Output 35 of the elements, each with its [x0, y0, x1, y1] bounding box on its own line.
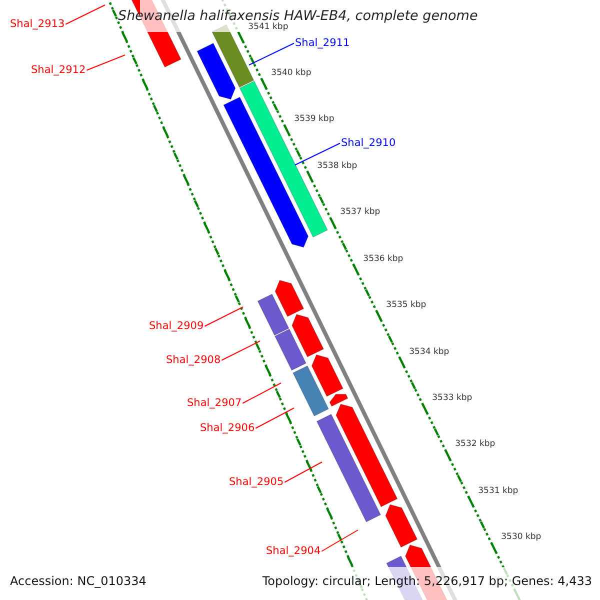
gene-label: Shal_2904	[266, 546, 321, 556]
leader-line	[242, 382, 282, 404]
genome-summary: Topology: circular; Length: 5,226,917 bp; Genes: 4,433	[262, 575, 592, 587]
leader-line	[248, 42, 294, 66]
leader-line	[294, 142, 340, 166]
gene-label: Shal_2909	[149, 321, 204, 332]
leader-line	[65, 4, 106, 25]
tick-label: 3534 kbp	[409, 348, 450, 356]
tick-label: 3541 kbp	[248, 22, 288, 32]
tick-label: 3535 kbp	[386, 301, 426, 310]
tick-label: 3538 kbp	[317, 162, 358, 170]
tick-label: 3536 kbp	[363, 254, 404, 264]
gene-label: Shal_2913	[10, 19, 65, 30]
tick-label: 3532 kbp	[455, 440, 496, 449]
tick-label: 3539 kbp	[294, 115, 334, 124]
gene-label: Shal_2911	[295, 38, 350, 48]
gene-label: Shal_2906	[200, 423, 255, 434]
tick-label: 3540 kbp	[271, 69, 312, 78]
tick-label: 3533 kbp	[432, 394, 472, 402]
gene-label: Shal_2912	[31, 65, 86, 76]
leader-line	[86, 54, 126, 71]
title: Shewanella halifaxensis HAW-EB4, complete genome	[118, 10, 478, 24]
gene-label: Shal_2910	[341, 138, 396, 148]
tick-label: 3531 kbp	[478, 486, 518, 496]
tick-label: 3537 kbp	[340, 208, 380, 217]
leader-line	[284, 462, 322, 483]
accession-text: Accession: NC_010334	[10, 575, 146, 587]
gene-label: Shal_2907	[187, 398, 242, 408]
leader-line	[321, 530, 358, 552]
leader-line	[255, 408, 294, 429]
gene-label: Shal_2905	[229, 477, 284, 488]
tick-label: 3530 kbp	[501, 533, 542, 542]
leader-line	[204, 306, 244, 327]
leader-line	[221, 340, 260, 361]
gene-label: Shal_2908	[166, 355, 221, 366]
